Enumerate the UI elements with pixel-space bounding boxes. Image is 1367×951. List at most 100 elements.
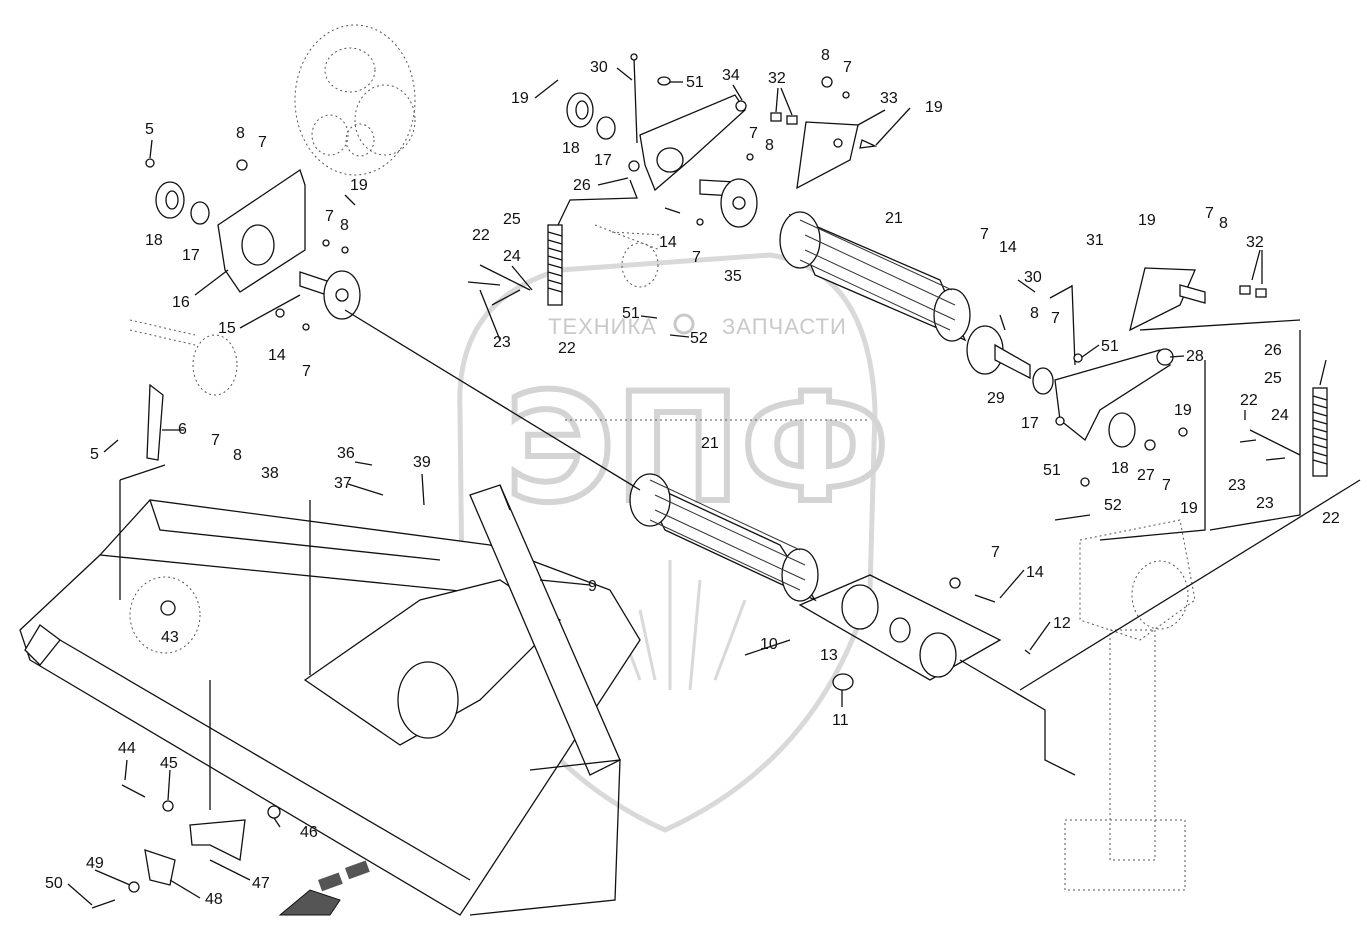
callout-label: 9	[588, 578, 597, 595]
callout-label: 14	[659, 234, 677, 251]
callout-label: 7	[749, 125, 758, 142]
callout-label: 14	[1026, 564, 1044, 581]
callout-label: 32	[1246, 234, 1264, 251]
callout-label: 8	[233, 447, 242, 464]
callout-label: 23	[1228, 477, 1246, 494]
callout-label: 8	[765, 137, 774, 154]
gear-icon	[673, 313, 695, 335]
callout-label: 11	[832, 712, 849, 729]
label-leaders	[67, 67, 1327, 906]
callout-label: 51	[1101, 338, 1119, 355]
callout-label: 39	[413, 454, 431, 471]
pins	[467, 264, 1301, 461]
callout-label: 19	[1138, 212, 1156, 229]
callout-label: 18	[562, 140, 580, 157]
callout-label: 8	[340, 217, 349, 234]
callout-label: 18	[145, 232, 163, 249]
callout-label: 26	[573, 177, 591, 194]
callout-label: 51	[686, 74, 704, 91]
callout-label: 38	[261, 465, 279, 482]
callout-label: 35	[724, 268, 742, 285]
callout-label: 51	[622, 305, 640, 322]
spring-left	[547, 224, 563, 306]
callout-label: 48	[205, 891, 223, 908]
callout-label: 16	[172, 294, 190, 311]
leader-lines	[209, 224, 1301, 810]
callout-label: 22	[1240, 392, 1258, 409]
callout-label: 7	[1162, 477, 1171, 494]
callout-label: 19	[350, 177, 368, 194]
callout-label: 22	[558, 340, 576, 357]
callout-label: 52	[1104, 497, 1122, 514]
frame-drawing	[19, 383, 819, 916]
coupling-assembly	[798, 574, 1031, 691]
callout-label: 49	[86, 855, 104, 872]
callout-label: 25	[503, 211, 521, 228]
callout-label: 24	[503, 248, 521, 265]
watermark-text: ТЕХНИКА	[548, 314, 657, 339]
callout-label: 7	[211, 432, 220, 449]
callout-label: 8	[1030, 305, 1039, 322]
callout-label: 7	[325, 208, 334, 225]
callout-label: 7	[692, 249, 701, 266]
callout-label: 8	[1219, 215, 1228, 232]
callout-label: 31	[1086, 232, 1104, 249]
callout-label: 43	[161, 629, 179, 646]
callout-label: 22	[472, 227, 490, 244]
callout-label: 19	[1174, 402, 1192, 419]
callout-label: 23	[493, 334, 511, 351]
callout-label: 21	[885, 210, 903, 227]
callout-label: 19	[1180, 500, 1198, 517]
callout-label: 44	[118, 740, 136, 757]
callout-label: 7	[258, 134, 267, 151]
callout-label: 23	[1256, 495, 1274, 512]
callout-label: 8	[821, 47, 830, 64]
callout-label: 7	[843, 59, 852, 76]
callout-label: 25	[1264, 370, 1282, 387]
callout-label: 51	[1043, 462, 1061, 479]
watermark: ЭПФ ТЕХНИКА ЗАПЧАСТИ	[457, 252, 892, 833]
top-assembly	[566, 53, 878, 228]
callout-label: 37	[334, 475, 352, 492]
callout-label: 15	[218, 320, 236, 337]
left-plate-assembly	[145, 158, 361, 331]
callout-label: 7	[1205, 205, 1214, 222]
callout-label: 17	[594, 152, 612, 169]
roller-top	[779, 211, 1054, 395]
callout-label: 7	[1051, 310, 1060, 327]
callout-label: 47	[252, 875, 270, 892]
callout-label: 5	[145, 121, 154, 138]
callout-label: 7	[991, 544, 1000, 561]
callout-label: 28	[1186, 348, 1204, 365]
callout-label: 8	[236, 125, 245, 142]
callout-label: 24	[1271, 407, 1289, 424]
callout-label: 46	[300, 824, 318, 841]
callout-label: 52	[690, 330, 708, 347]
spring-right	[1312, 387, 1328, 477]
callout-label: 32	[768, 70, 786, 87]
callout-label: 21	[701, 435, 719, 452]
callout-label: 50	[45, 875, 63, 892]
callout-label: 29	[987, 390, 1005, 407]
callout-label: 14	[268, 347, 286, 364]
callout-label: 14	[999, 239, 1017, 256]
callout-label: 17	[182, 247, 200, 264]
callout-label: 19	[925, 99, 943, 116]
callout-label: 19	[511, 90, 529, 107]
callout-label: 33	[880, 90, 898, 107]
callout-label: 7	[302, 363, 311, 380]
callout-labels: 30 51 34 32 8 7 33 19 19 18 17 7 8 26 5 …	[45, 47, 1340, 908]
callout-label: 34	[722, 67, 740, 84]
watermark-text-2: ЗАПЧАСТИ	[722, 314, 847, 339]
right-bracket-assembly	[1054, 267, 1267, 487]
callout-label: 45	[160, 755, 178, 772]
callout-label: 17	[1021, 415, 1039, 432]
callout-label: 10	[760, 636, 778, 653]
callout-label: 30	[590, 59, 608, 76]
callout-label: 13	[820, 647, 838, 664]
callout-label: 30	[1024, 269, 1042, 286]
callout-label: 26	[1264, 342, 1282, 359]
callout-label: 18	[1111, 460, 1129, 477]
callout-label: 36	[337, 445, 355, 462]
